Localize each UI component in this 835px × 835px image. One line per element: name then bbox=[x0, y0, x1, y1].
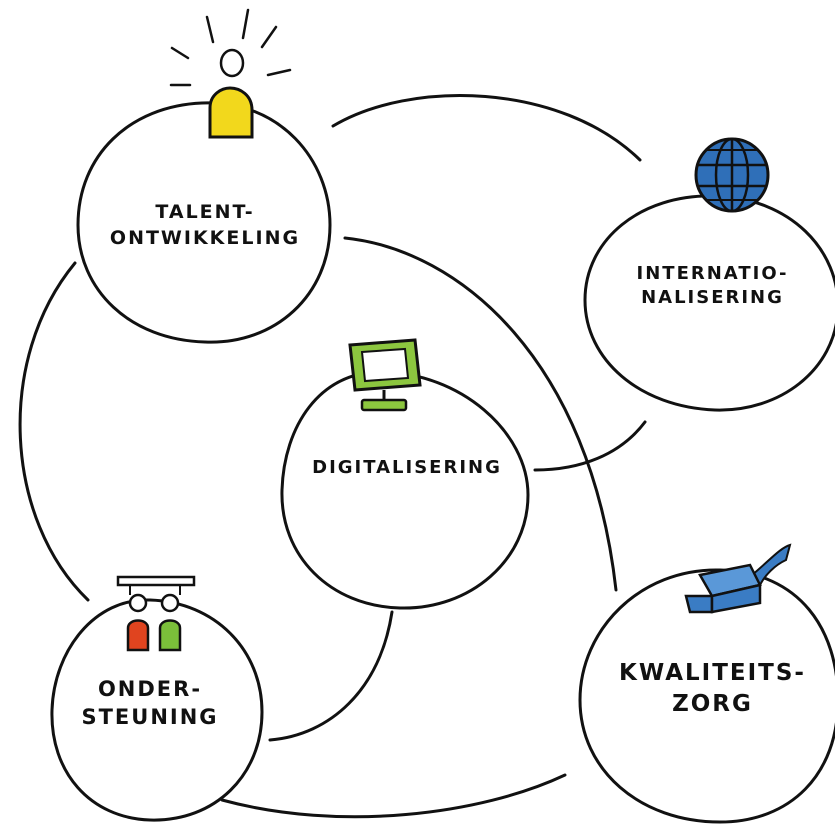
connector-digitalisering-ondersteuning bbox=[268, 610, 394, 742]
label-ondersteuning-line2: STEUNING bbox=[81, 705, 219, 730]
lightbulb-icon bbox=[169, 8, 292, 139]
label-kwaliteitszorg-line1: KWALITEITS- bbox=[619, 660, 806, 686]
circle-ondersteuning bbox=[50, 598, 264, 822]
globe-icon bbox=[694, 137, 770, 213]
connector-talent-ondersteuning bbox=[18, 261, 90, 602]
circle-talentontwikkeling bbox=[76, 101, 332, 344]
label-internationalisering: INTERNATIO- NALISERING bbox=[600, 262, 825, 311]
connector-internationalisering-digitalisering bbox=[533, 420, 647, 472]
label-ondersteuning-line1: ONDER- bbox=[97, 677, 203, 701]
connector-talent-internationalisering bbox=[331, 94, 642, 162]
circle-internationalisering bbox=[583, 194, 835, 412]
monitor-icon bbox=[348, 338, 422, 412]
connector-talent-kwaliteitszorg bbox=[343, 236, 618, 592]
label-internationalisering-line1: INTERNATIO- bbox=[636, 263, 789, 284]
label-talentontwikkeling: TALENT- ONTWIKKELING bbox=[100, 200, 310, 251]
label-kwaliteitszorg-line2: ZORG bbox=[672, 691, 753, 718]
label-digitalisering: DIGITALISERING bbox=[302, 456, 512, 480]
label-talentontwikkeling-line2: ONTWIKKELING bbox=[109, 226, 301, 249]
circle-digitalisering bbox=[280, 370, 530, 610]
connector-ondersteuning-kwaliteitszorg bbox=[220, 773, 567, 819]
label-talentontwikkeling-line1: TALENT- bbox=[155, 201, 255, 223]
label-kwaliteitszorg: KWALITEITS- ZORG bbox=[600, 658, 825, 720]
box-icon bbox=[684, 543, 792, 614]
label-digitalisering-line1: DIGITALISERING bbox=[312, 457, 502, 478]
label-ondersteuning: ONDER- STEUNING bbox=[70, 675, 230, 732]
label-internationalisering-line2: NALISERING bbox=[641, 287, 784, 309]
people-icon bbox=[116, 575, 196, 652]
circle-kwaliteitszorg bbox=[578, 568, 835, 824]
